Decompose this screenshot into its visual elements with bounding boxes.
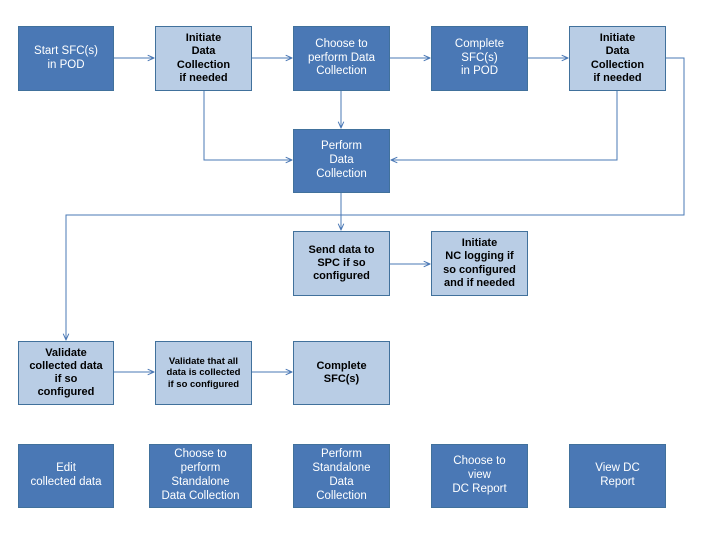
box-initiate-nc-logging: Initiate NC logging if so configured and… [431,231,528,296]
box-complete-sfc-in-pod: Complete SFC(s) in POD [431,26,528,91]
box-choose-data-collection: Choose to perform Data Collection [293,26,390,91]
box-validate-all-data: Validate that all data is collected if s… [155,341,252,405]
arrow-initiate2-to-perform [391,91,618,160]
box-perform-standalone: Perform Standalone Data Collection [293,444,390,508]
box-initiate-data-collection-1: Initiate Data Collection if needed [155,26,252,91]
box-edit-collected-data: Edit collected data [18,444,114,508]
box-choose-standalone: Choose to perform Standalone Data Collec… [149,444,252,508]
box-validate-collected-data: Validate collected data if so configured [18,341,114,405]
box-choose-view-report: Choose to view DC Report [431,444,528,508]
box-initiate-data-collection-2: Initiate Data Collection if needed [569,26,666,91]
box-send-spc: Send data to SPC if so configured [293,231,390,296]
box-perform-data-collection: Perform Data Collection [293,129,390,193]
arrow-initiate1-to-perform [203,91,292,160]
arrow-initiate2-to-validate [66,57,685,340]
box-start-sfc: Start SFC(s) in POD [18,26,114,91]
box-complete-sfc: Complete SFC(s) [293,341,390,405]
box-view-dc-report: View DC Report [569,444,666,508]
